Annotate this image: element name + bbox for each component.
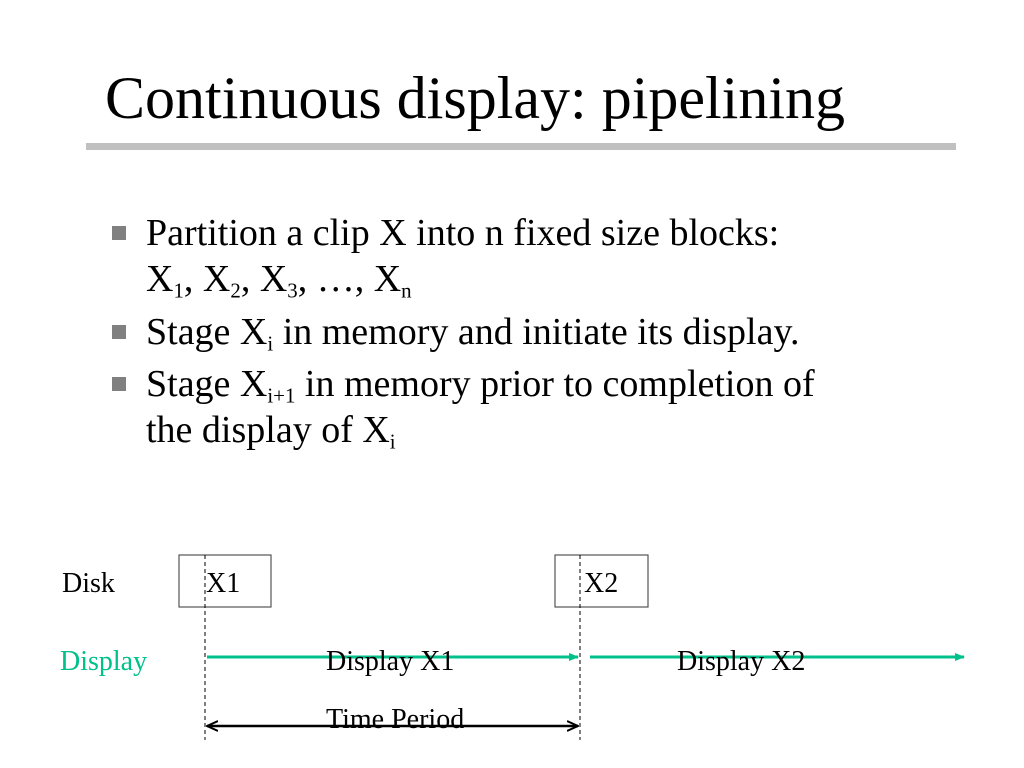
title-divider	[86, 143, 956, 150]
time-period-label: Time Period	[326, 704, 464, 735]
square-bullet-icon	[112, 324, 126, 339]
square-bullet-icon	[112, 377, 126, 392]
bullet-text: Partition a clip X into n fixed size blo…	[146, 212, 780, 254]
block-sequence: X1, X2, X3, …, Xn	[146, 258, 412, 303]
bullet-text: Stage Xi in memory and initiate its disp…	[146, 310, 800, 355]
bullet-text: Stage Xi+1 in memory prior to completion…	[146, 363, 815, 408]
display-x1-label: Display X1	[326, 646, 454, 677]
bullet-item: Partition a clip X into n fixed size blo…	[112, 210, 962, 303]
bullet-item: Stage Xi in memory and initiate its disp…	[112, 309, 962, 355]
square-bullet-icon	[112, 226, 126, 240]
block-x1-label: X1	[206, 568, 240, 599]
bullet-text-continued: the display of Xi	[146, 409, 396, 454]
display-x2-label: Display X2	[677, 646, 805, 677]
disk-row-label: Disk	[62, 568, 115, 599]
bullet-list: Partition a clip X into n fixed size blo…	[112, 210, 962, 460]
bullet-item: Stage Xi+1 in memory prior to completion…	[112, 361, 962, 454]
block-x2-box	[554, 554, 649, 608]
block-x1-box	[178, 554, 272, 608]
slide-title: Continuous display: pipelining	[105, 65, 846, 131]
block-x2-label: X2	[584, 568, 618, 599]
display-row-label: Display	[60, 646, 147, 677]
